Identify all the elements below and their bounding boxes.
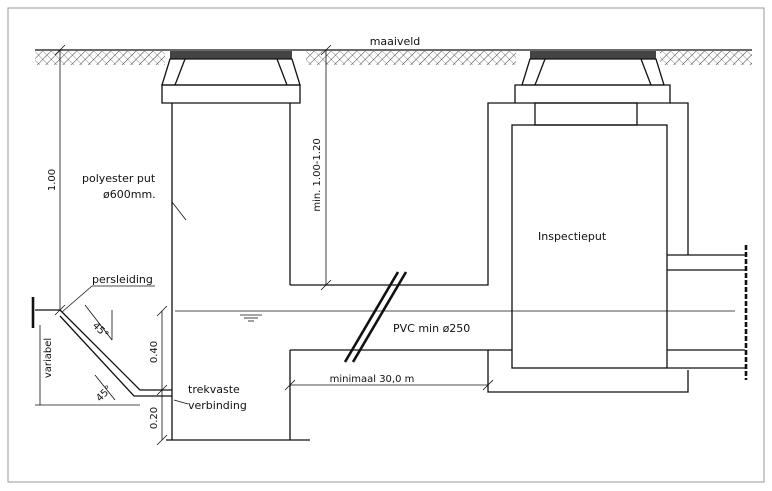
joint-label-1: trekvaste [188, 383, 240, 396]
dim-variable-line [35, 325, 140, 406]
dim-min-cover-label: min. 1.00-1.20 [312, 138, 323, 211]
joint-leader [173, 399, 189, 405]
pressure-pipe [31, 297, 172, 401]
variable-label: variabel [43, 338, 54, 378]
inspection-cover [514, 51, 671, 126]
outer-frame [7, 7, 765, 483]
angle-bottom-label: 45° [94, 384, 114, 404]
ground-level [35, 49, 752, 65]
dim-depth-label: 1.00 [47, 169, 58, 191]
pressure-pipe-label: persleiding [92, 273, 153, 286]
pipe-break-mark [343, 271, 408, 363]
dim-water-label: 0.40 [149, 341, 160, 363]
tank-diameter-label: ø600mm. [103, 188, 156, 201]
tank-type-label: polyester put [82, 172, 156, 185]
dim-min-cover-line [320, 44, 332, 291]
polyester-tank [166, 103, 310, 441]
inspection-pit [290, 102, 748, 393]
water-line [175, 310, 735, 322]
joint-label-2: verbinding [188, 399, 247, 412]
dim-distance-line [284, 379, 494, 391]
dim-depth-line [54, 44, 66, 316]
pvc-pipe-label: PVC min ø250 [393, 322, 470, 335]
tank-cover [161, 51, 301, 104]
ground-level-label: maaiveld [370, 35, 421, 48]
tank-leader [171, 201, 187, 221]
dim-water-line [156, 305, 168, 446]
dim-bottom-label: 0.20 [149, 407, 160, 429]
min-distance-label: minimaal 30,0 m [330, 374, 415, 385]
pressure-pipe-leader [61, 285, 93, 313]
inspection-pit-label: Inspectieput [538, 230, 607, 243]
angle-top-label: 45° [90, 320, 110, 340]
